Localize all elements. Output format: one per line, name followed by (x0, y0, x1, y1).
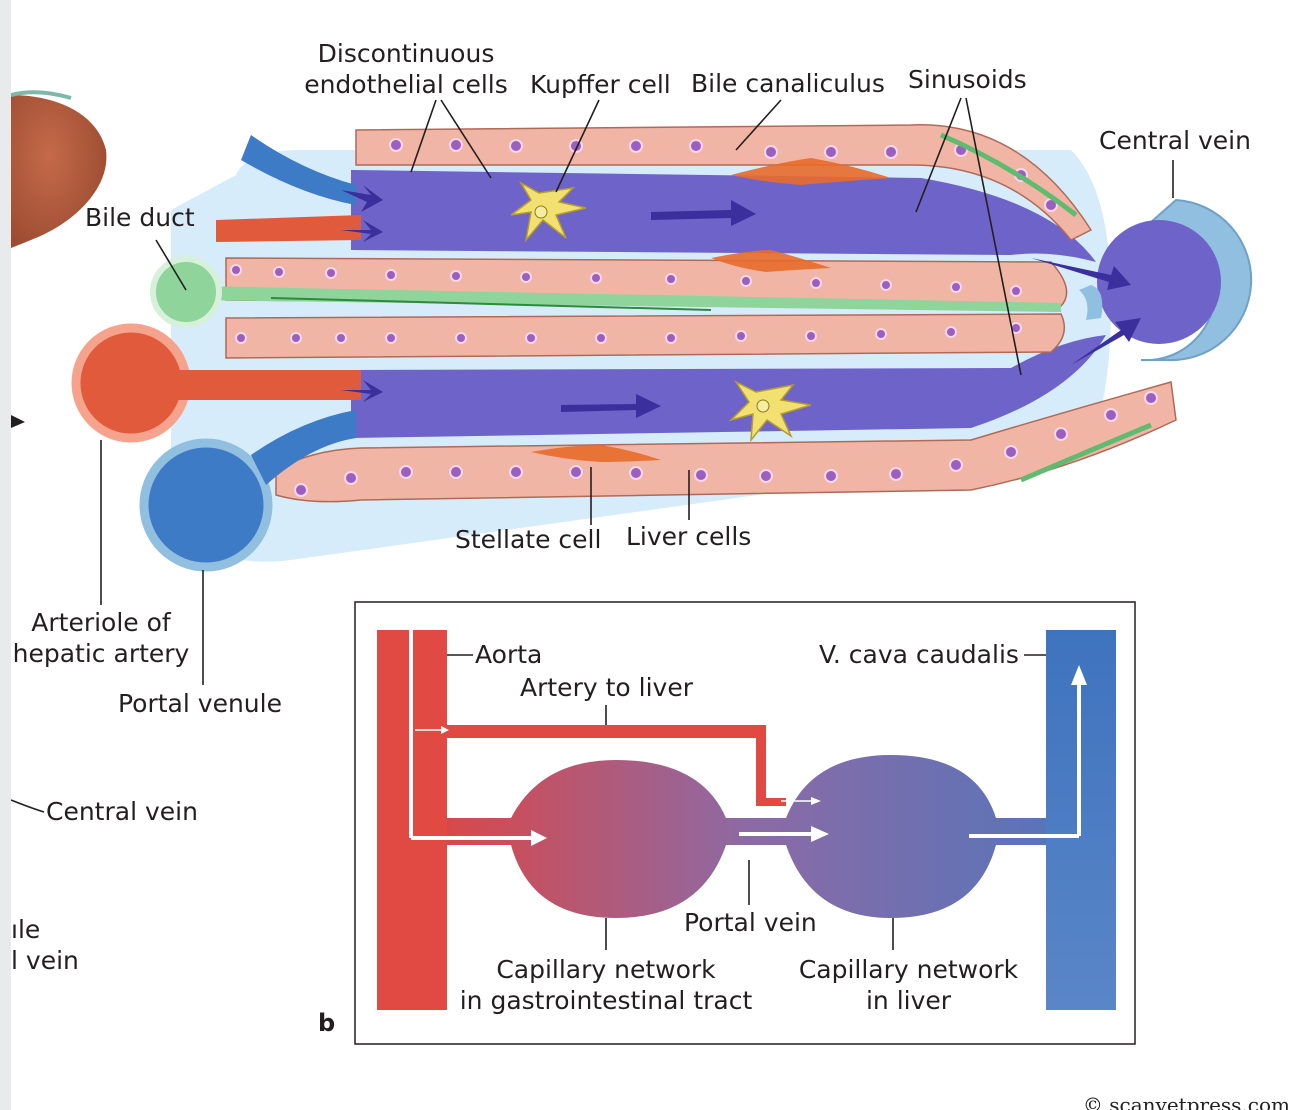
arteriole-circle (71, 323, 191, 443)
kupffer-cell-lower (728, 380, 812, 443)
label-arteriole: Arteriole of hepatic artery (11, 607, 191, 669)
label-gi-capillary-network: Capillary network in gastrointestinal tr… (456, 954, 756, 1016)
bile-canal (191, 286, 1061, 312)
label-sinusoids: Sinusoids (908, 65, 1027, 94)
label-line: Capillary network (798, 955, 1019, 984)
label-line: Capillary network (496, 955, 716, 984)
panel-letter-b: b (318, 1009, 336, 1037)
label-portal-venule: Portal venule (118, 689, 282, 718)
kupffer-cell-upper (510, 181, 587, 243)
sinusoid-lower (351, 335, 1106, 438)
label-discontinuous-endothelial: Discontinuous endothelial cells (301, 38, 511, 100)
bile-duct-circle (150, 256, 222, 328)
label-central-vein: Central vein (1099, 126, 1251, 155)
label-liver-capillary-network: Capillary network in liver (791, 954, 1026, 1016)
label-line: Discontinuous (317, 39, 495, 68)
label-kupffer-cell: Kupffer cell (530, 70, 671, 99)
label-line: endothelial cells (304, 70, 508, 99)
label-line: in liver (865, 986, 952, 1015)
label-aorta: Aorta (475, 640, 543, 669)
liver-organ-fragment (11, 95, 107, 248)
circulation-schematic (377, 630, 1116, 1010)
label-line: in gastrointestinal tract (459, 986, 753, 1015)
label-portal-vein: Portal vein (684, 908, 817, 937)
label-bile-canaliculus: Bile canaliculus (691, 69, 885, 98)
label-bile-duct: Bile duct (85, 203, 195, 232)
hepatocytes-upper (355, 124, 1093, 241)
label-partial-1: ıle (11, 915, 41, 944)
portal-venule-circle (139, 438, 273, 572)
label-central-vein-left: Central vein (46, 797, 198, 826)
label-partial-2: l vein (11, 946, 79, 975)
copyright-text: © scanvetpress.com (1082, 1093, 1290, 1110)
label-line: hepatic artery (12, 639, 190, 668)
label-stellate-cell: Stellate cell (455, 525, 602, 554)
label-line: Arteriole of (31, 608, 171, 637)
hepatocytes-lower (275, 381, 1177, 503)
liver-diagram-art (11, 90, 1253, 1045)
label-liver-cells: Liver cells (626, 522, 752, 551)
figure-page: Discontinuous endothelial cells Kupffer … (11, 0, 1298, 1110)
label-artery-to-liver: Artery to liver (520, 673, 693, 702)
label-vena-cava: V. cava caudalis (819, 640, 1019, 669)
